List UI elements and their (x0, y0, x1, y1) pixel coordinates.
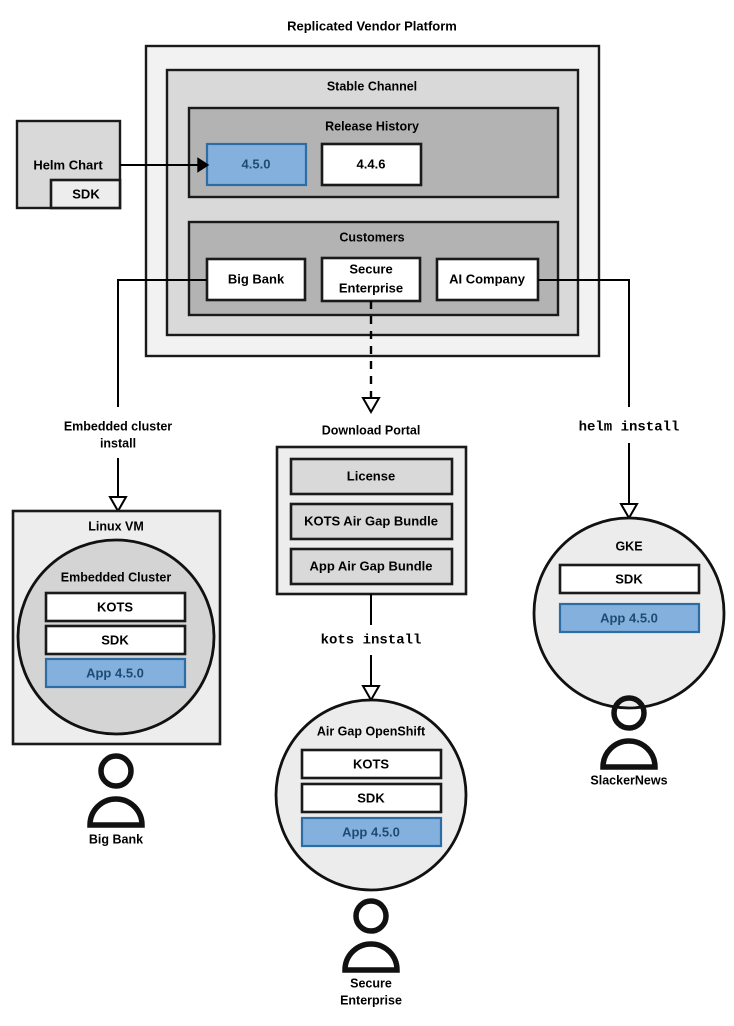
arrowhead-icon (361, 685, 381, 703)
helm-chart-label: Helm Chart (33, 157, 103, 172)
component-box-sdk[interactable] (558, 563, 701, 595)
portal-item-kots-air-gap-bundle[interactable] (289, 502, 454, 541)
portal-item-license[interactable] (289, 457, 454, 496)
customer-card-big-bank[interactable] (205, 257, 307, 302)
gke-label: GKE (615, 539, 642, 553)
arrowhead-icon (619, 503, 639, 521)
portal-item-app-air-gap-bundle[interactable] (289, 547, 454, 586)
person-icon (342, 898, 400, 973)
component-label: KOTS (97, 599, 133, 614)
customer-caption: Secure (350, 976, 392, 990)
customers-label: Customers (339, 230, 404, 244)
component-label: SDK (615, 571, 643, 586)
component-box-kots[interactable] (44, 591, 187, 623)
embedded-cluster-label: Embedded Cluster (61, 570, 172, 584)
component-label: App 4.5.0 (600, 610, 658, 625)
customer-name-label-2: Enterprise (339, 280, 403, 295)
linux-vm-label: Linux VM (88, 519, 144, 533)
person-icon (600, 695, 658, 770)
embedded-install-label-line1: Embedded cluster (64, 419, 172, 433)
portal-item-label: License (347, 468, 395, 483)
edge-big-bank-to-embedded (117, 279, 207, 407)
customer-caption: Big Bank (89, 832, 143, 846)
component-box-app[interactable] (300, 816, 443, 848)
openshift-label: Air Gap OpenShift (317, 724, 426, 738)
embedded-install-label-line2: install (100, 436, 136, 450)
person-icon (87, 753, 145, 828)
release-version-label: 4.5.0 (242, 156, 271, 171)
customer-name-label: AI Company (449, 271, 526, 286)
sdk-label: SDK (72, 186, 100, 201)
arrowhead-icon (361, 397, 381, 415)
customer-caption-2: Enterprise (340, 993, 402, 1007)
release-history-label: Release History (325, 119, 419, 133)
component-box-sdk[interactable] (44, 624, 187, 656)
customer-card-ai-company[interactable] (435, 257, 540, 302)
edge-ai-company-to-helm (538, 279, 630, 407)
component-box-sdk[interactable] (300, 782, 443, 814)
release-card-4-4-6[interactable] (320, 142, 423, 187)
component-box-app[interactable] (44, 657, 187, 689)
component-label: SDK (357, 790, 385, 805)
customer-card-secure-enterprise[interactable] (320, 256, 422, 303)
arrowhead-icon (108, 496, 128, 514)
component-label: SDK (101, 632, 129, 647)
helm-chart-sdk-box (49, 178, 122, 210)
customer-name-label: Secure (349, 261, 392, 276)
customer-name-label: Big Bank (228, 271, 285, 286)
customer-caption: SlackerNews (590, 773, 667, 787)
component-label: KOTS (353, 756, 389, 771)
component-label: App 4.5.0 (86, 665, 144, 680)
component-box-app[interactable] (558, 602, 701, 634)
helm-install-label: helm install (579, 420, 680, 436)
kots-install-label: kots install (321, 633, 422, 649)
component-label: App 4.5.0 (342, 824, 400, 839)
download-portal-label: Download Portal (322, 423, 421, 437)
stable-channel-label: Stable Channel (327, 79, 417, 93)
portal-item-label: App Air Gap Bundle (309, 558, 432, 573)
component-box-kots[interactable] (300, 748, 443, 780)
release-card-4-5-0[interactable] (205, 142, 308, 187)
portal-item-label: KOTS Air Gap Bundle (304, 513, 438, 528)
release-version-label: 4.4.6 (357, 156, 386, 171)
arrowhead-icon (197, 157, 210, 173)
page-title: Replicated Vendor Platform (287, 18, 457, 33)
